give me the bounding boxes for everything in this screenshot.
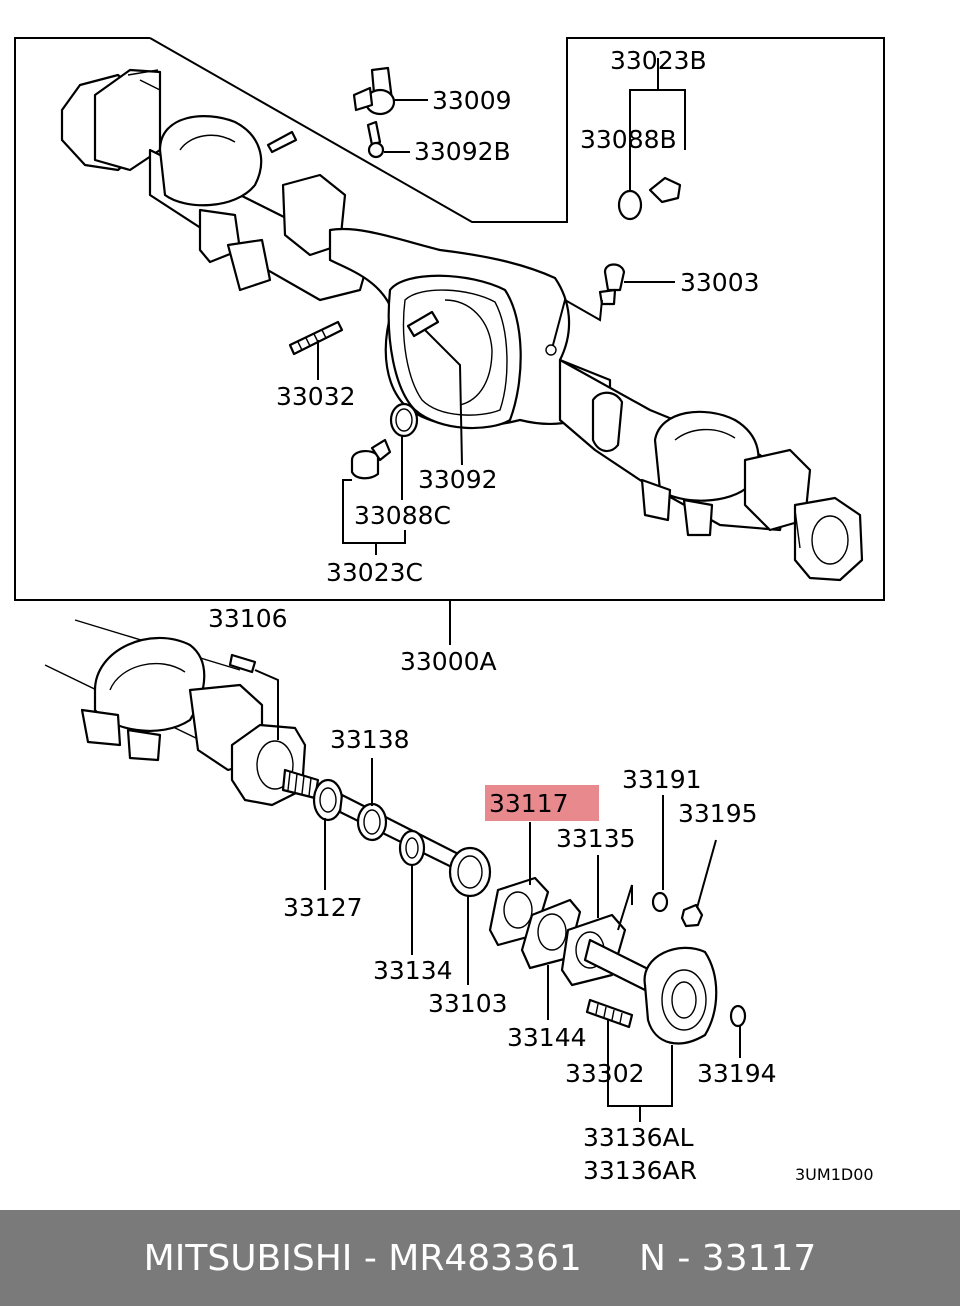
nut-33195 [680, 903, 704, 928]
axle-housing-drawing [60, 68, 864, 582]
leader-lines-lower [254, 669, 741, 1122]
part-label-33195[interactable]: 33195 [678, 799, 758, 828]
part-label-33191[interactable]: 33191 [622, 765, 702, 794]
footer-part-info: MITSUBISHI - MR483361 N - 33117 [143, 1237, 817, 1279]
housing-end-drawing [44, 619, 307, 807]
part-label-33136AR[interactable]: 33136AR [583, 1156, 697, 1185]
part-label-33135[interactable]: 33135 [556, 824, 636, 853]
part-label-33136AL[interactable]: 33136AL [583, 1123, 694, 1152]
part-label-33103[interactable]: 33103 [428, 989, 508, 1018]
part-label-33144[interactable]: 33144 [507, 1023, 587, 1052]
plug-33023C [350, 438, 392, 480]
part-label-33023B[interactable]: 33023B [610, 46, 707, 75]
bolt-33092 [406, 310, 440, 338]
shaft-flange-33136 [583, 938, 718, 1045]
bolt-33092B [366, 120, 385, 159]
part-label-33134[interactable]: 33134 [373, 956, 453, 985]
bracket-33009 [352, 66, 396, 116]
seal-33103 [448, 846, 492, 898]
footer-bar: MITSUBISHI - MR483361 N - 33117 [0, 1210, 960, 1306]
bearing-33138 [356, 802, 388, 842]
collar-33134 [398, 829, 426, 867]
part-label-33127[interactable]: 33127 [283, 893, 363, 922]
bolt-33106 [228, 653, 257, 674]
part-label-33009[interactable]: 33009 [432, 86, 512, 115]
part-label-33092B[interactable]: 33092B [414, 137, 511, 166]
gasket-33088C [389, 402, 419, 438]
part-label-33088C[interactable]: 33088C [354, 501, 451, 530]
part-label-33106[interactable]: 33106 [208, 604, 288, 633]
plug-33023B [617, 176, 682, 221]
part-label-33032[interactable]: 33032 [276, 382, 356, 411]
axle-exploded-diagram: 33023B 33009 33092B 33088B 33003 33032 3… [14, 37, 885, 1185]
part-label-33088B[interactable]: 33088B [580, 125, 677, 154]
part-label-33194[interactable]: 33194 [697, 1059, 777, 1088]
part-label-33092[interactable]: 33092 [418, 465, 498, 494]
part-label-33000A[interactable]: 33000A [400, 647, 497, 676]
bolt-33302 [585, 998, 634, 1029]
part-label-33117[interactable]: 33117 [489, 789, 569, 818]
part-label-33023C[interactable]: 33023C [326, 558, 423, 587]
nut-33194 [729, 1004, 747, 1028]
stud-33032 [288, 320, 344, 356]
part-label-33003[interactable]: 33003 [680, 268, 760, 297]
assembly-frame [14, 37, 885, 601]
breather-33003 [598, 263, 626, 306]
part-label-33302[interactable]: 33302 [565, 1059, 645, 1088]
selected-part-highlight [485, 785, 599, 821]
part-label-33138[interactable]: 33138 [330, 725, 410, 754]
diagram-code: 3UM1D00 [795, 1165, 874, 1184]
nut-33191 [651, 891, 669, 913]
leader-lines-upper [317, 58, 686, 645]
